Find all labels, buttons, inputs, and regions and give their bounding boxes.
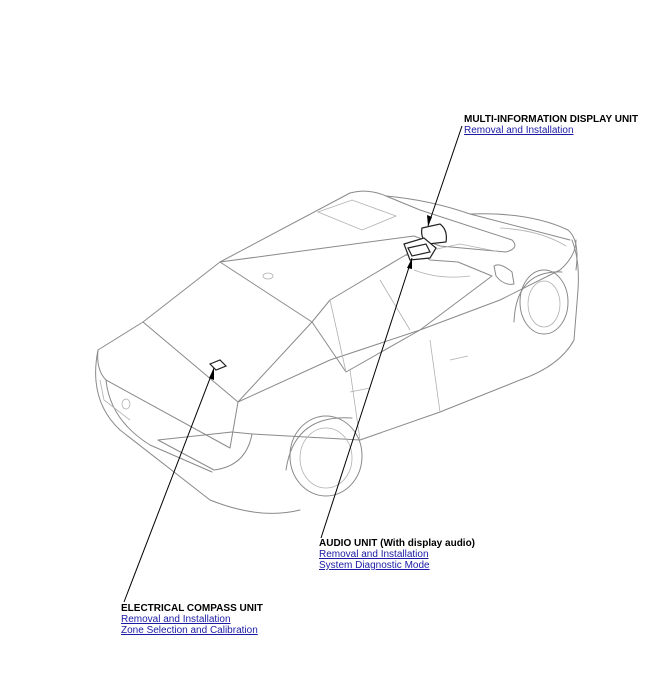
electrical-compass-unit-shape [208, 359, 228, 371]
electrical-compass-title: ELECTRICAL COMPASS UNIT [121, 603, 263, 614]
electrical-compass-callout: ELECTRICAL COMPASS UNIT Removal and Inst… [121, 603, 263, 636]
audio-unit-title: AUDIO UNIT (With display audio) [319, 538, 476, 549]
multi-information-display-removal-link[interactable]: Removal and Installation [464, 125, 574, 136]
leader-line-electrical-compass [123, 367, 215, 603]
leader-line-audio-unit [320, 257, 413, 539]
electrical-compass-removal-link[interactable]: Removal and Installation [121, 614, 231, 625]
leader-arrow-electrical-compass [209, 368, 214, 380]
car-body-outline [95, 190, 579, 514]
electrical-compass-calibration-link[interactable]: Zone Selection and Calibration [121, 625, 258, 636]
audio-unit-removal-link[interactable]: Removal and Installation [319, 549, 429, 560]
multi-information-display-unit-shape [421, 223, 447, 245]
leader-line-multi-information-display [427, 125, 463, 227]
audio-unit-diagnostic-link[interactable]: System Diagnostic Mode [319, 560, 430, 571]
leader-arrow-audio-unit [407, 258, 412, 269]
leader-arrow-multi-information-display [427, 215, 432, 226]
audio-unit-shape [403, 237, 437, 261]
audio-unit-callout: AUDIO UNIT (With display audio) Removal … [319, 538, 475, 571]
multi-information-display-title: MULTI-INFORMATION DISPLAY UNIT [464, 114, 639, 125]
multi-information-display-callout: MULTI-INFORMATION DISPLAY UNIT Removal a… [464, 114, 638, 136]
